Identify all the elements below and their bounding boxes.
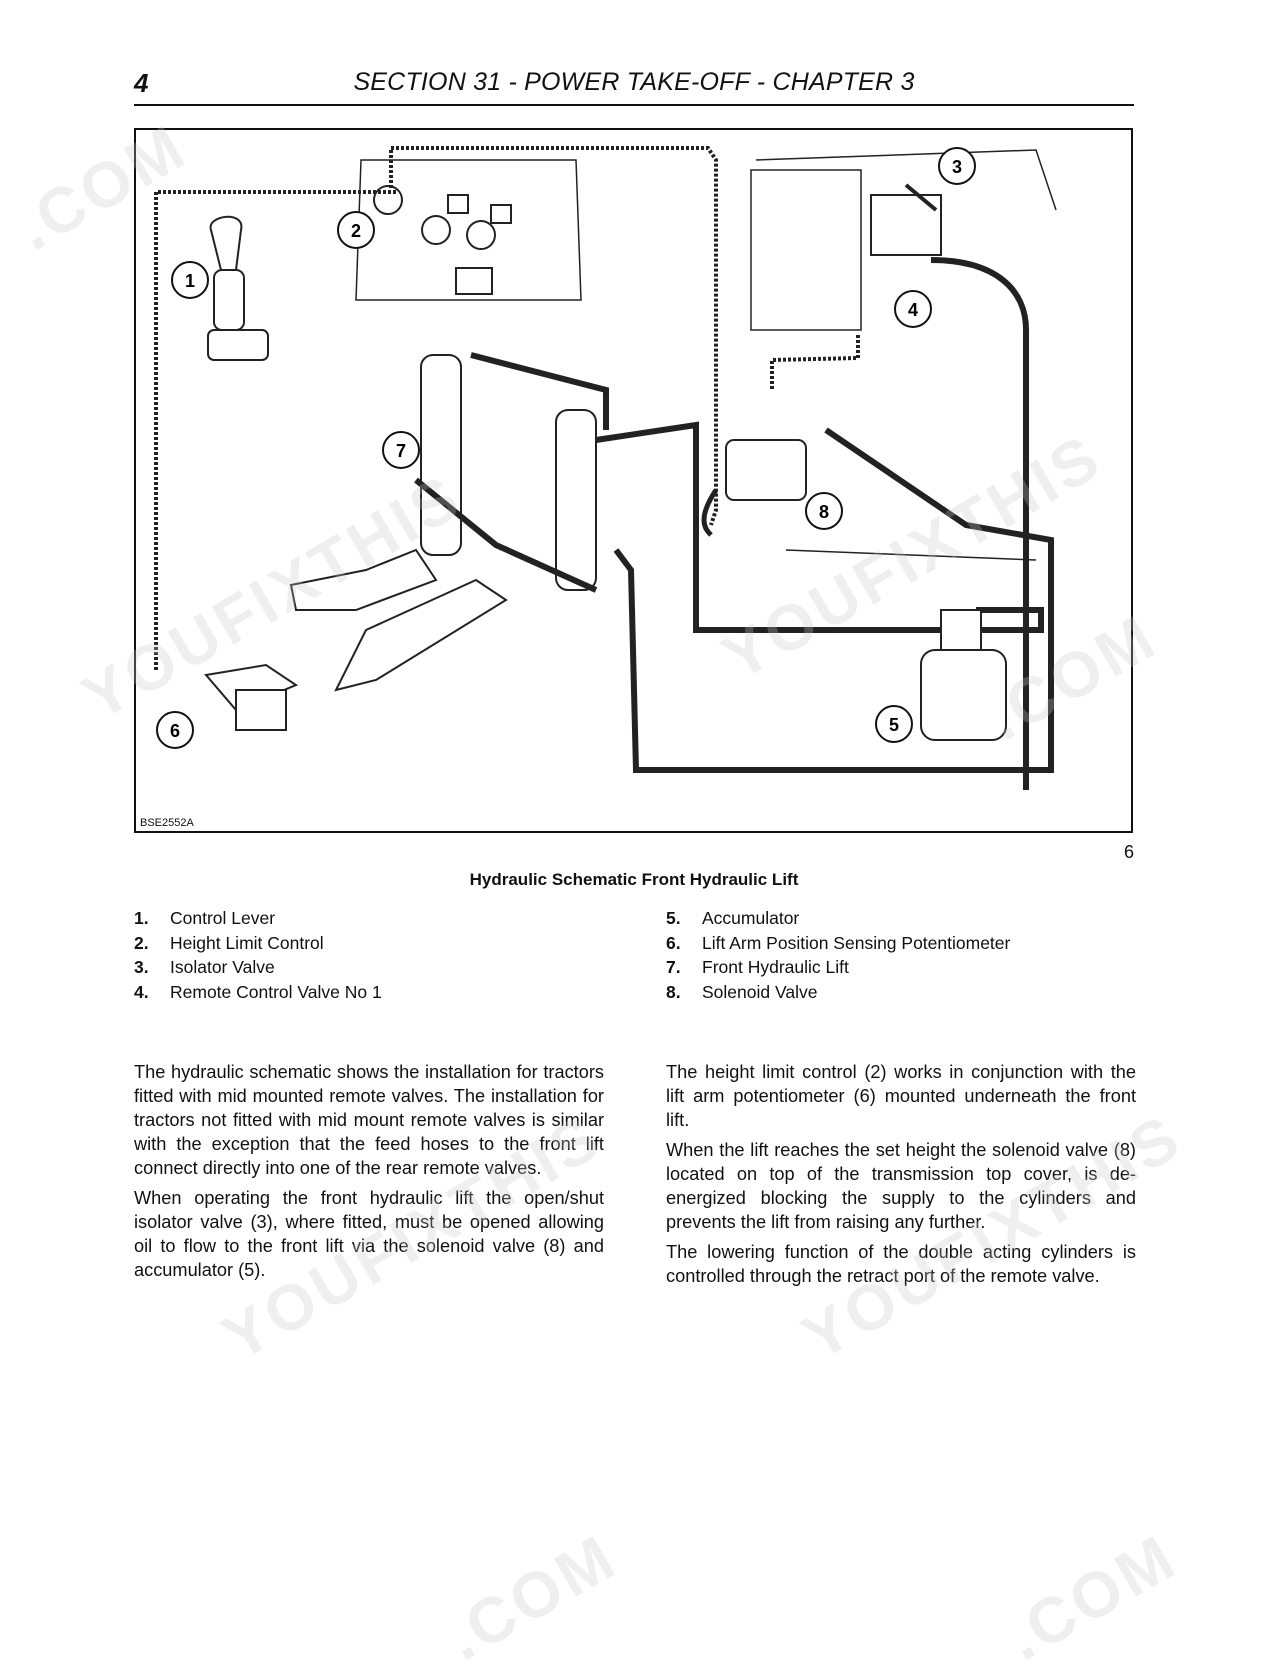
legend-item: 5.Accumulator xyxy=(666,908,800,928)
height-limit-knob xyxy=(373,185,403,215)
callout-5-label: 5 xyxy=(889,715,899,735)
legend-item: 4.Remote Control Valve No 1 xyxy=(134,981,382,1002)
solenoid-valve-drawing xyxy=(725,439,807,501)
figure-caption: Hydraulic Schematic Front Hydraulic Lift xyxy=(469,870,799,889)
callout-8-label: 8 xyxy=(819,502,829,522)
legend-item: 6.Lift Arm Position Sensing Potentiomete… xyxy=(666,932,1011,953)
legend-right: 5.Accumulator 6.Lift Arm Position Sensin… xyxy=(666,906,1146,1004)
hose-loop-inner xyxy=(613,427,1054,773)
section-title: SECTION 31 - POWER TAKE-OFF - CHAPTER 3 xyxy=(353,68,915,96)
body-paragraph: The hydraulic schematic shows the instal… xyxy=(134,1062,604,1178)
callout-4-label: 4 xyxy=(908,300,918,320)
figure-number: 6 xyxy=(1124,842,1135,862)
legend-item: 3.Isolator Valve xyxy=(134,957,275,977)
body-column-right: The height limit control (2) works in co… xyxy=(666,1060,1136,1294)
callout-2-label: 2 xyxy=(351,221,361,241)
schematic-drawing: 1 2 3 4 5 6 7 xyxy=(154,146,1057,790)
legend-item: 7.Front Hydraulic Lift xyxy=(666,957,849,977)
figure-code: BSE2552A xyxy=(140,817,194,829)
callout-6-label: 6 xyxy=(170,721,180,741)
page-header: 4 SECTION 31 - POWER TAKE-OFF - CHAPTER … xyxy=(134,68,1134,108)
body-column-left: The hydraulic schematic shows the instal… xyxy=(134,1060,604,1288)
callout-7-label: 7 xyxy=(396,441,406,461)
watermark: .COM xyxy=(434,1520,629,1674)
lift-cylinders-drawing xyxy=(420,354,597,591)
body-paragraph: When the lift reaches the set height the… xyxy=(666,1140,1136,1232)
header-rule xyxy=(134,104,1134,106)
callout-2: 2 xyxy=(337,211,375,249)
lift-arm-right xyxy=(334,578,508,692)
hydraulic-schematic-figure: 1 2 3 4 5 6 7 xyxy=(134,128,1133,833)
body-paragraph: When operating the front hydraulic lift … xyxy=(134,1188,604,1280)
callout-5: 5 xyxy=(875,705,913,743)
accumulator-drawing xyxy=(920,649,1007,741)
potentiometer-bracket xyxy=(204,663,299,712)
body-paragraph: The height limit control (2) works in co… xyxy=(666,1062,1136,1130)
callout-8: 8 xyxy=(805,492,843,530)
legend-left: 1.Control Lever 2.Height Limit Control 3… xyxy=(134,906,614,1004)
legend-item: 8.Solenoid Valve xyxy=(666,981,818,1002)
callout-1: 1 xyxy=(171,261,209,299)
page-number: 4 xyxy=(134,68,149,98)
callout-3-label: 3 xyxy=(952,157,962,177)
wire-harness-1 xyxy=(154,190,396,670)
console-outline xyxy=(355,159,582,301)
callout-4: 4 xyxy=(894,290,932,328)
legend-item: 1.Control Lever xyxy=(134,908,276,928)
hose-loop-outer xyxy=(595,421,1044,633)
control-lever-drawing xyxy=(207,215,269,361)
callout-3: 3 xyxy=(938,147,976,185)
callout-6: 6 xyxy=(156,711,194,749)
callout-1-label: 1 xyxy=(185,271,195,291)
legend-item: 2.Height Limit Control xyxy=(134,932,324,953)
callout-7: 7 xyxy=(382,431,420,469)
lift-arm-left xyxy=(289,548,438,611)
wire-harness-3 xyxy=(770,335,860,390)
remote-valve-drawing xyxy=(750,169,862,331)
watermark: .COM xyxy=(994,1520,1189,1674)
body-paragraph: The lowering function of the double acti… xyxy=(666,1242,1136,1286)
